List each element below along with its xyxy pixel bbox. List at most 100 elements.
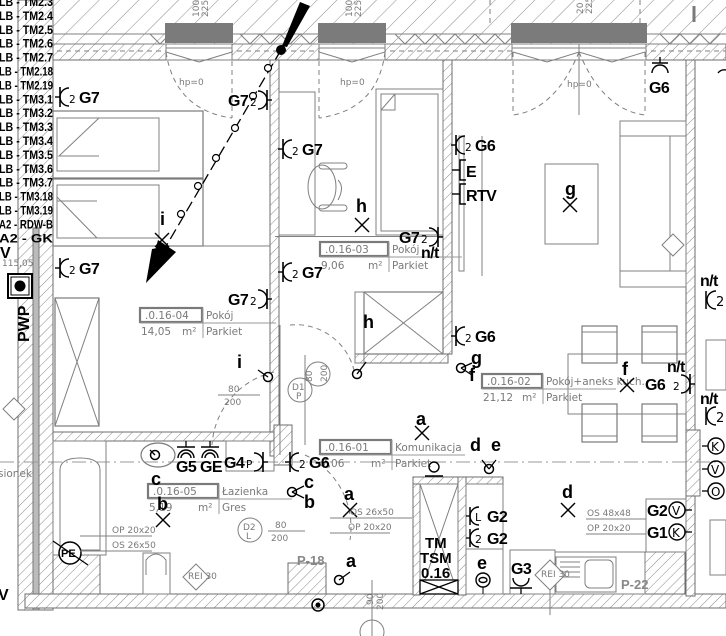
room-name: Pokój (392, 244, 419, 256)
svg-text:V: V (672, 504, 681, 518)
legend-item: LB - TM3.6 (0, 164, 53, 176)
surface-mount-label: n/t (421, 245, 440, 262)
svg-text:g: g (471, 348, 481, 368)
fixture-marker: a (414, 409, 430, 441)
svg-text:b: b (304, 492, 315, 512)
svg-text:G6: G6 (649, 80, 670, 97)
svg-text:G6: G6 (645, 377, 666, 394)
svg-text:2: 2 (475, 533, 482, 546)
window-dim: 100 (192, 0, 202, 17)
socket-g7_f: 2G7 (228, 289, 272, 309)
fixture-marker: a (342, 484, 358, 518)
socket-g3: G3 (510, 561, 532, 594)
socket-rtv: RTV (452, 183, 498, 205)
door-tag-d2 (237, 517, 263, 543)
socket-o: O (702, 482, 725, 500)
fixture-marker: g (562, 179, 578, 213)
svg-text:L: L (475, 511, 482, 524)
room-name: Pokój (206, 310, 233, 322)
room-id: .0.16-02 (487, 376, 531, 388)
svg-text:G7: G7 (302, 265, 323, 282)
svg-text:2: 2 (69, 265, 76, 277)
socket-e: E (452, 159, 478, 181)
cable-marker (176, 209, 186, 219)
v-label: V (0, 245, 11, 262)
v-label: V (0, 587, 9, 604)
elevation-label: 115,05 (2, 259, 34, 269)
svg-text:i: i (160, 209, 164, 229)
svg-text:2: 2 (299, 459, 306, 471)
svg-text:D2: D2 (243, 523, 256, 533)
room-floor: Parkiet (206, 326, 242, 338)
surface-mount-label: n/t (667, 359, 686, 376)
window-dim: 225 (354, 0, 364, 17)
door-height: 200 (224, 398, 241, 408)
legend-item: LB - TM3.1 (0, 94, 54, 106)
kitchen-counter (554, 551, 646, 595)
cable-marker (230, 123, 240, 133)
window-dim: 225 (585, 0, 595, 14)
svg-text:2: 2 (250, 296, 257, 308)
window-dim: 225 (201, 0, 211, 17)
svg-text:h: h (356, 196, 366, 216)
cable-marker (211, 153, 221, 163)
socket-g6_e: G6 (649, 57, 670, 97)
svg-text:G2: G2 (647, 503, 668, 520)
wall-room04-03 (269, 59, 280, 457)
desk-room03 (278, 91, 348, 236)
socket-g6_c: 2G6 (645, 374, 695, 394)
riser-symbol (311, 598, 325, 612)
door-width: 80 (305, 370, 315, 382)
room-area-unit: m² (522, 392, 536, 404)
room-area-unit: m² (368, 260, 382, 272)
tm-number: 0.16 (421, 565, 450, 582)
bed-1 (52, 110, 204, 179)
svg-text:g: g (565, 179, 575, 199)
svg-text:G2: G2 (487, 509, 508, 526)
socket-g4: PG4 (224, 452, 268, 472)
svg-text:G7: G7 (228, 292, 249, 309)
door-height: 200 (271, 534, 288, 544)
room-floor: Parkiet (392, 260, 428, 272)
switch: a (333, 551, 358, 586)
room-floor: Parkiet (395, 458, 431, 470)
svg-text:L: L (246, 532, 251, 542)
neighbor-furniture (705, 339, 726, 391)
wall-room03-02 (442, 59, 453, 355)
room-area: 21,12 (483, 392, 513, 404)
room-id: .0.16-04 (145, 310, 189, 322)
svg-text:a: a (416, 409, 427, 429)
room-area: 9,06 (321, 260, 345, 272)
wall-tm-left (412, 476, 421, 596)
svg-text:G3: G3 (511, 561, 532, 578)
rei-marker (2, 397, 26, 421)
svg-text:b: b (157, 494, 168, 514)
vent-label: OP 20x20 (348, 523, 392, 533)
vent-label: OS 26x50 (112, 541, 156, 551)
window-dim: 100 (345, 0, 355, 17)
wardrobe-room03 (363, 291, 444, 355)
svg-text:e: e (491, 435, 501, 455)
coffee-table (544, 163, 599, 245)
fixture-marker: d (560, 482, 576, 518)
svg-text:c: c (151, 469, 161, 489)
window-sill-height: hp=0 (567, 80, 592, 90)
tsm-label: TSM (420, 550, 452, 567)
room-area-unit: m² (198, 502, 212, 514)
svg-text:G6: G6 (475, 329, 496, 346)
svg-text:G7: G7 (228, 93, 249, 110)
svg-text:K: K (711, 440, 720, 454)
switch: c (149, 449, 162, 489)
svg-text:G7: G7 (399, 230, 420, 247)
vent-label: OS 26x50 (350, 508, 394, 518)
svg-text:G6: G6 (309, 455, 330, 472)
svg-text:d: d (562, 482, 572, 502)
svg-text:RTV: RTV (466, 188, 497, 205)
corridor-label: sionek (0, 468, 33, 480)
washing-machine (225, 440, 275, 472)
fixture-marker: b (155, 494, 171, 528)
room-area-unit: m² (371, 458, 385, 470)
switch: i (237, 352, 274, 383)
